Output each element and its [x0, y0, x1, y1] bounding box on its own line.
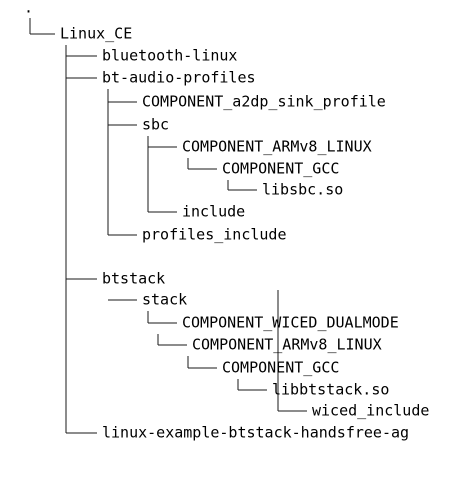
tree-node-sbc: sbc [142, 116, 169, 134]
tree-node-: . [24, 0, 33, 17]
tree-node-component-armv8-linux: COMPONENT_ARMv8_LINUX [192, 336, 382, 354]
tree-node-bluetooth-linux: bluetooth-linux [102, 47, 237, 65]
tree-node-profiles-include: profiles_include [142, 226, 287, 244]
tree-node-component-gcc: COMPONENT_GCC [222, 160, 339, 178]
tree-labels: . Linux_CE bluetooth-linux bt-audio-profile… [24, 0, 429, 442]
tree-node-component-gcc: COMPONENT_GCC [222, 359, 339, 377]
tree-node-wiced-include: wiced_include [312, 402, 429, 420]
tree-node-stack: stack [142, 291, 187, 309]
tree-node-libbtstack-so: libbtstack.so [272, 381, 389, 399]
tree-node-bt-audio-profiles: bt-audio-profiles [102, 69, 256, 87]
tree-node-component-wiced-dualmode: COMPONENT_WICED_DUALMODE [182, 314, 399, 332]
tree-node-linux-ce: Linux_CE [60, 25, 132, 43]
tree-node-component-armv8-linux: COMPONENT_ARMv8_LINUX [182, 138, 372, 156]
tree-node-linux-example-btstack-handsfree-ag: linux-example-btstack-handsfree-ag [102, 424, 409, 442]
tree-node-component-a2dp-sink-profile: COMPONENT_a2dp_sink_profile [142, 93, 386, 111]
tree-node-btstack: btstack [102, 270, 165, 288]
tree-node-libsbc-so: libsbc.so [262, 181, 343, 199]
tree-connector-lines [29, 18, 307, 434]
tree-node-include: include [182, 203, 245, 221]
